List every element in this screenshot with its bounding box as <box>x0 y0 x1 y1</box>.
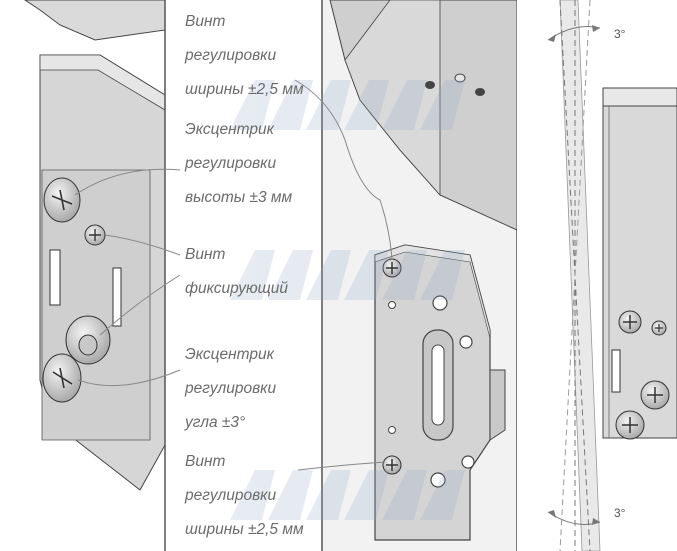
width-screw-bottom-icon <box>382 455 402 475</box>
right-small-screw-icon <box>651 320 667 336</box>
left-mechanism-view <box>0 0 166 551</box>
callout-area <box>165 0 322 551</box>
right-eccentric-icon <box>640 380 670 410</box>
slot <box>49 249 61 306</box>
right-angle-view <box>517 0 677 551</box>
callout-width-screw-top: Винт регулировки ширины ±2,5 мм <box>185 13 304 98</box>
height-eccentric-icon <box>43 177 81 223</box>
callout-fixing-screw: Винт фиксирующий <box>185 246 289 297</box>
center-plate-view <box>321 0 518 551</box>
angle-eccentric-icon <box>42 353 82 403</box>
width-screw-top-icon <box>382 258 402 278</box>
right-screw-icon <box>618 310 642 334</box>
angle-eccentric-washer-icon <box>65 315 111 365</box>
fixing-screw-icon <box>84 224 106 246</box>
angle-label-top: 3° <box>614 27 626 41</box>
slot <box>112 267 122 327</box>
right-angle-eccentric-icon <box>615 410 645 440</box>
callout-height-eccentric: Эксцентрик регулировки высоты ±3 мм <box>185 121 293 206</box>
leader-lines <box>74 79 393 471</box>
angle-label-bottom: 3° <box>614 506 626 520</box>
watermark-logo <box>230 80 465 520</box>
callout-width-screw-bottom: Винт регулировки ширины ±2,5 мм <box>185 453 304 538</box>
callout-angle-eccentric: Эксцентрик регулировки угла ±3° <box>185 346 277 431</box>
